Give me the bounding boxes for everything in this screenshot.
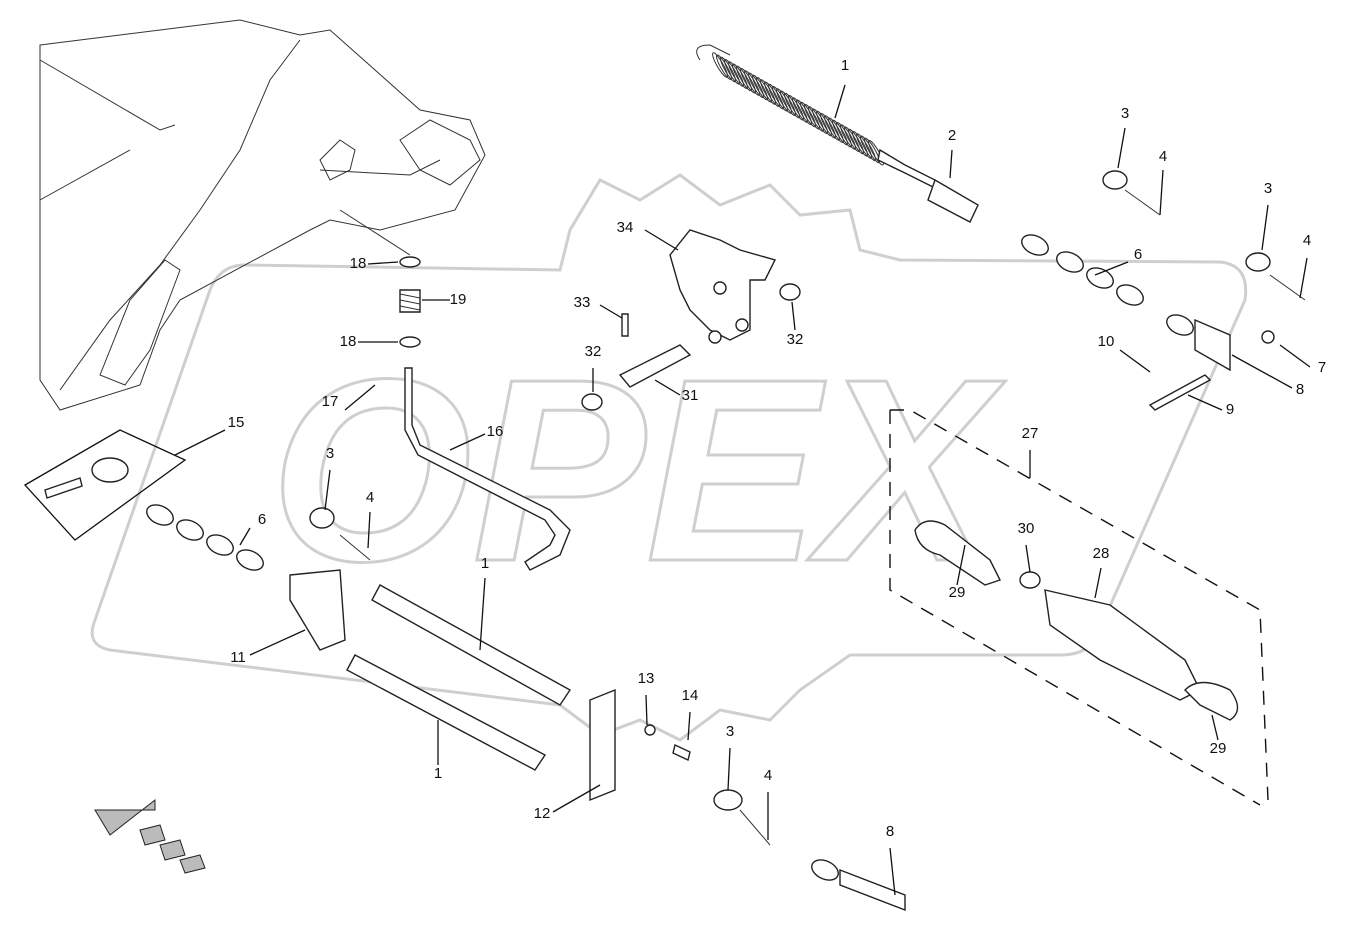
callout-number: 28 xyxy=(1093,545,1110,562)
callout-number: 4 xyxy=(1159,148,1167,165)
callout-number: 7 xyxy=(1318,359,1326,376)
callout-number: 4 xyxy=(1303,232,1311,249)
callout-number: 16 xyxy=(487,423,504,440)
callout-leader xyxy=(1094,567,1102,599)
callout-number: 4 xyxy=(764,767,772,784)
callout-number: 3 xyxy=(1121,105,1129,122)
callout-number: 12 xyxy=(534,805,551,822)
callout-number: 8 xyxy=(886,823,894,840)
callout-number: 32 xyxy=(585,343,602,360)
callout-leader xyxy=(344,384,376,411)
callout-number: 17 xyxy=(322,393,339,410)
callout-number: 1 xyxy=(434,765,442,782)
callout-number: 32 xyxy=(787,331,804,348)
callout-leader xyxy=(834,84,846,119)
callout-leader xyxy=(889,847,896,896)
callout-number: 29 xyxy=(949,584,966,601)
shackle-lower xyxy=(713,789,771,846)
callout-number: 6 xyxy=(258,511,266,528)
callout-number: 18 xyxy=(340,333,357,350)
callout-leader xyxy=(1159,169,1164,216)
callout-leader xyxy=(1187,394,1223,411)
callout-number: 8 xyxy=(1296,381,1304,398)
callout-leader xyxy=(727,747,731,791)
callout-number: 11 xyxy=(230,649,246,666)
callout-leader xyxy=(1119,349,1151,373)
callout-leader xyxy=(644,229,679,251)
callout-labels: 1234634109783433323231181918171615346111… xyxy=(174,57,1326,896)
callout-leader xyxy=(645,694,648,726)
callout-leader xyxy=(956,544,966,586)
callout-number: 19 xyxy=(450,291,467,308)
rod-assembly xyxy=(339,209,571,571)
callout-number: 14 xyxy=(682,687,699,704)
callout-number: 34 xyxy=(617,219,634,236)
machine-frame xyxy=(39,19,486,411)
callout-leader xyxy=(249,629,306,656)
callout-number: 1 xyxy=(481,555,489,572)
callout-number: 1 xyxy=(841,57,849,74)
callout-leader xyxy=(949,149,953,179)
callout-number: 15 xyxy=(228,414,245,431)
callout-leader xyxy=(324,469,331,511)
callout-leader xyxy=(654,379,681,396)
callout-number: 3 xyxy=(326,445,334,462)
callout-leader xyxy=(1231,354,1293,389)
callout-leader xyxy=(367,261,399,265)
callout-number: 2 xyxy=(948,127,956,144)
callout-number: 30 xyxy=(1018,520,1035,537)
callout-leader xyxy=(1025,544,1031,573)
callout-number: 3 xyxy=(1264,180,1272,197)
direction-arrow-icon xyxy=(94,798,206,874)
callout-leader xyxy=(687,711,691,741)
bracket-34 xyxy=(581,229,801,411)
callout-number: 10 xyxy=(1098,333,1115,350)
callout-leader xyxy=(599,304,623,319)
callout-number: 27 xyxy=(1022,425,1039,442)
springs-lower xyxy=(346,584,691,802)
callout-leader xyxy=(1261,204,1269,251)
callout-leader xyxy=(174,429,226,456)
callout-number: 9 xyxy=(1226,401,1234,418)
top-link-assembly xyxy=(889,409,1269,806)
callout-number: 4 xyxy=(366,489,374,506)
chain-upper xyxy=(1021,170,1306,411)
callout-number: 18 xyxy=(350,255,367,272)
callout-leader xyxy=(239,527,251,546)
chain-lower xyxy=(146,504,371,651)
callout-number: 3 xyxy=(726,723,734,740)
callout-leader xyxy=(1117,127,1126,169)
detail-15 xyxy=(23,429,187,541)
callout-leader xyxy=(1211,714,1219,741)
callout-number: 13 xyxy=(638,670,655,687)
callout-leader xyxy=(1094,261,1129,276)
spring-top xyxy=(696,44,979,223)
callout-number: 6 xyxy=(1134,246,1142,263)
callout-leader xyxy=(479,577,486,651)
callout-leader xyxy=(791,301,796,331)
callout-leader xyxy=(367,511,371,549)
chain-bottom xyxy=(811,859,906,912)
callout-number: 29 xyxy=(1210,740,1227,757)
callout-leader xyxy=(552,784,601,813)
callout-leader xyxy=(1279,344,1311,368)
callout-number: 31 xyxy=(682,387,699,404)
callout-number: 33 xyxy=(574,294,591,311)
callout-leader xyxy=(449,433,486,451)
callout-leader xyxy=(1299,257,1308,299)
